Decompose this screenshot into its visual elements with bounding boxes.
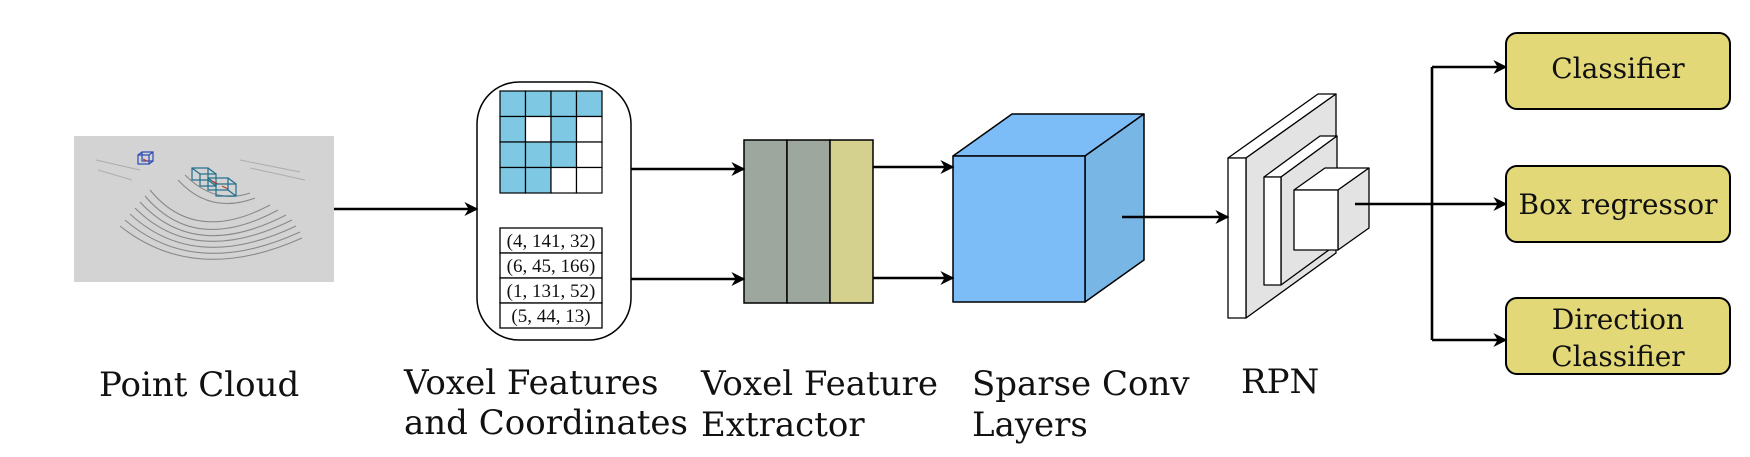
voxel-cell-empty xyxy=(575,115,603,143)
stage-labels: Point Cloud Voxel Features and Coordinat… xyxy=(99,362,1319,445)
detection-box-car-2 xyxy=(207,177,237,197)
voxel-coordinate: (5, 44, 13) xyxy=(511,306,590,327)
classifier-head: Classifier xyxy=(1505,32,1731,110)
feature-extractor-label-line1: Voxel Feature xyxy=(700,364,938,404)
point-cloud-image xyxy=(74,136,334,282)
voxel-coordinate: (6, 45, 166) xyxy=(507,256,596,277)
rpn-block xyxy=(1227,93,1370,319)
voxel-cell-occupied xyxy=(499,90,527,118)
direction-classifier-head: Direction Classifier xyxy=(1505,297,1731,375)
classifier-label: Classifier xyxy=(1551,52,1685,85)
voxel-grid xyxy=(499,90,603,194)
voxel-features-label-line1: Voxel Features xyxy=(403,363,658,403)
box-regressor-label: Box regressor xyxy=(1519,188,1719,221)
extractor-layer-2 xyxy=(786,139,831,304)
extractor-layer-3 xyxy=(829,139,874,304)
voxel-cell-occupied xyxy=(550,115,578,143)
voxel-feature-extractor-block xyxy=(743,139,874,304)
voxel-cell-occupied xyxy=(499,166,527,194)
voxel-features-panel: (4, 141, 32) (6, 45, 166) (1, 131, 52) (… xyxy=(476,81,632,341)
direction-classifier-label-line2: Classifier xyxy=(1551,340,1685,373)
extractor-layer-1 xyxy=(743,139,788,304)
voxel-cell-occupied xyxy=(550,141,578,169)
voxel-cell-occupied xyxy=(524,166,552,194)
sparse-conv-label-line1: Sparse Conv xyxy=(972,364,1190,404)
voxel-cell-empty xyxy=(575,166,603,194)
voxel-cell-occupied xyxy=(524,141,552,169)
point-cloud-label: Point Cloud xyxy=(99,365,299,405)
voxel-features-label-line2: and Coordinates xyxy=(404,403,688,443)
direction-classifier-label-line1: Direction xyxy=(1552,303,1684,336)
sparse-conv-cube xyxy=(952,113,1145,303)
voxel-cell-empty xyxy=(524,115,552,143)
voxel-cell-occupied xyxy=(550,90,578,118)
connectors xyxy=(334,60,1508,347)
voxel-coordinate: (1, 131, 52) xyxy=(507,281,596,302)
voxel-coordinate-list: (4, 141, 32) (6, 45, 166) (1, 131, 52) (… xyxy=(499,227,603,329)
voxel-cell-empty xyxy=(550,166,578,194)
rpn-label: RPN xyxy=(1241,362,1319,402)
box-regressor-head: Box regressor xyxy=(1505,165,1731,243)
voxel-coordinate: (4, 141, 32) xyxy=(507,231,596,252)
voxel-cell-occupied xyxy=(575,90,603,118)
detection-boxes xyxy=(137,151,237,197)
lidar-scan-lines xyxy=(95,159,306,260)
voxel-cell-occupied xyxy=(499,141,527,169)
feature-extractor-label-line2: Extractor xyxy=(701,405,865,445)
voxel-cell-occupied xyxy=(524,90,552,118)
sparse-conv-label-line2: Layers xyxy=(972,405,1088,445)
detection-box-far xyxy=(137,151,154,165)
voxel-cell-empty xyxy=(575,141,603,169)
cube-front-face xyxy=(952,155,1086,303)
voxel-cell-occupied xyxy=(499,115,527,143)
